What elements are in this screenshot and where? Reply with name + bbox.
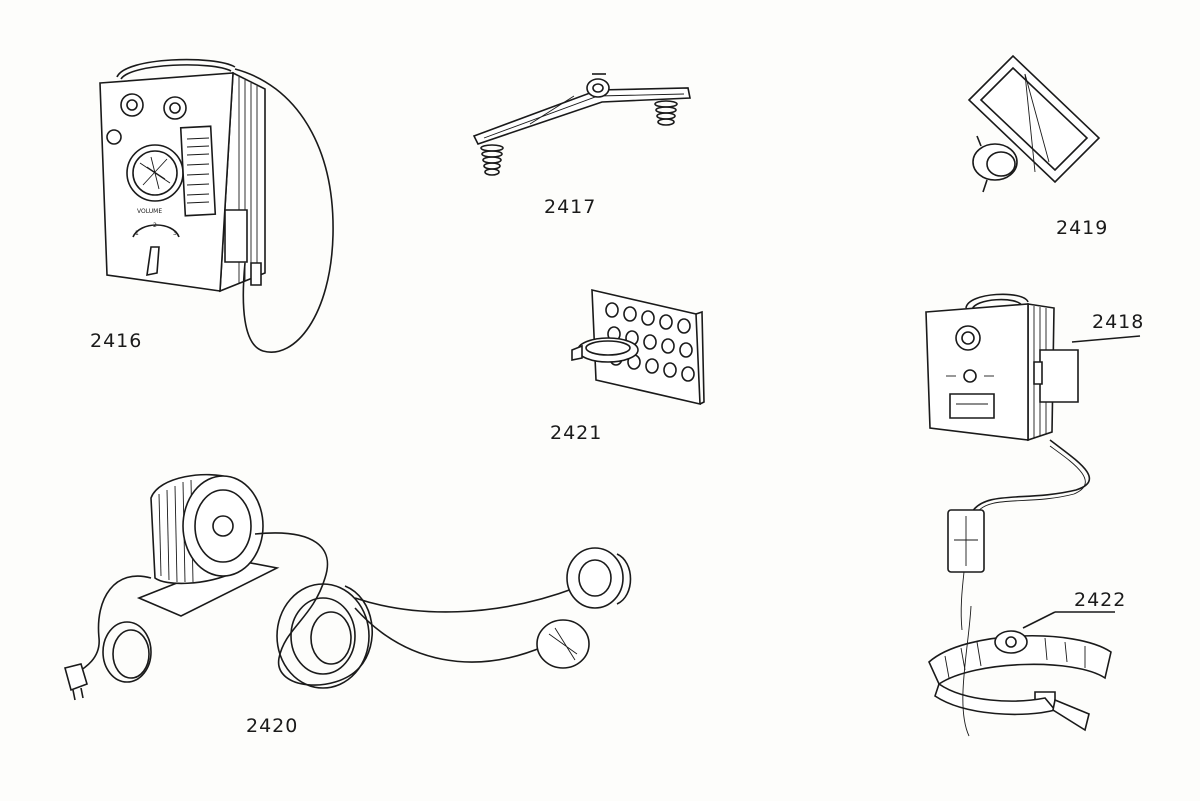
figure-2417-label: 2417 bbox=[544, 196, 597, 218]
figure-2417-illustration bbox=[470, 70, 695, 185]
figure-2421-label: 2421 bbox=[550, 422, 603, 444]
selector-mark-2: 2 bbox=[153, 222, 157, 229]
figure-2421-illustration bbox=[568, 288, 703, 410]
selector-mark-3: 3 bbox=[173, 230, 177, 237]
figure-2419-label: 2419 bbox=[1056, 217, 1109, 239]
figure-2416-illustration: VOLUME 1 2 3 bbox=[95, 55, 340, 355]
dial-volume-text: VOLUME bbox=[137, 208, 162, 215]
figure-2418-label: 2418 bbox=[1092, 311, 1145, 333]
figure-2419-illustration bbox=[965, 52, 1105, 197]
figure-2422-label: 2422 bbox=[1074, 589, 1127, 611]
figure-2416-label: 2416 bbox=[90, 330, 143, 352]
figure-2418-illustration bbox=[916, 290, 1116, 590]
figure-2422-illustration bbox=[925, 606, 1125, 746]
figure-2420-label: 2420 bbox=[246, 715, 299, 737]
selector-mark-1: 1 bbox=[135, 230, 139, 237]
figure-2420-illustration bbox=[55, 468, 650, 708]
